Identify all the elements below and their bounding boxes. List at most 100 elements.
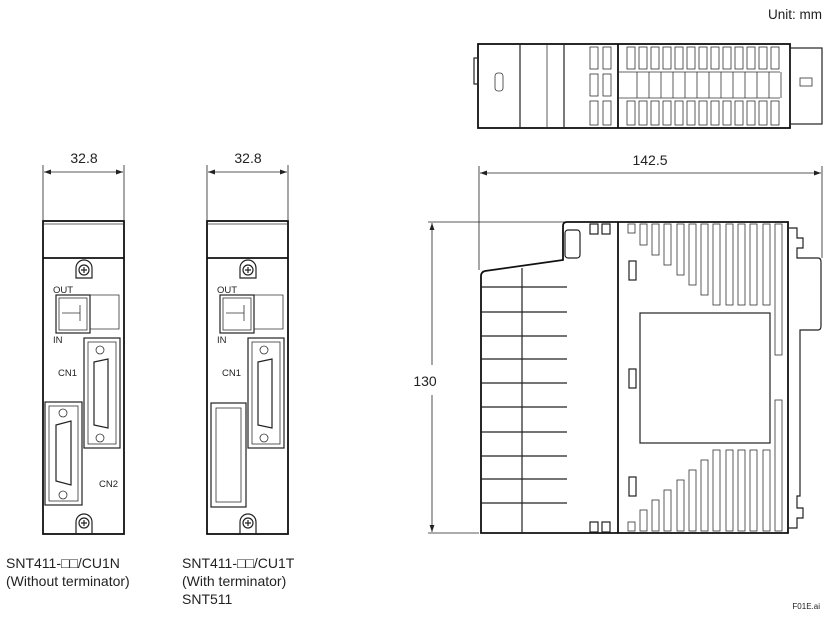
- vent-slot: [650, 100, 660, 126]
- vent-slot: [663, 489, 672, 532]
- vent-slot: [662, 46, 672, 70]
- vent-slot: [627, 223, 636, 234]
- vent-slot: [602, 73, 612, 97]
- vent-slot: [734, 46, 744, 70]
- vent-slot: [651, 499, 660, 532]
- vent-slot: [626, 46, 636, 70]
- top-view-end-cap: [789, 47, 823, 125]
- side-body-outline: [480, 221, 789, 534]
- vent-slot: [627, 521, 636, 532]
- vent-slot: [712, 223, 721, 306]
- vent-slot: [676, 223, 685, 276]
- unit-label: Unit: mm: [768, 7, 822, 22]
- terminator-cover: [210, 402, 247, 508]
- port-out-label: OUT: [53, 285, 73, 296]
- cn2-connector: [44, 401, 83, 506]
- cn1-label: CN1: [58, 368, 77, 379]
- screw-icon: [239, 259, 257, 279]
- width-dimension-b: 32.8: [234, 150, 261, 166]
- vent-slot: [774, 399, 783, 532]
- vent-slot: [770, 46, 780, 70]
- side-vent-slots: [627, 223, 783, 532]
- front-view-with-terminator: 32.8 OUT IN CN1: [182, 150, 295, 607]
- rj45-port: [55, 294, 91, 334]
- vent-slot: [674, 46, 684, 70]
- vent-slot: [638, 46, 648, 70]
- vent-slot: [700, 223, 709, 296]
- vent-slot: [688, 223, 697, 286]
- model-label-a: SNT411-□□/CU1N: [6, 555, 120, 571]
- port-in-label: IN: [217, 335, 227, 346]
- top-view: [473, 43, 823, 129]
- side-label-area: [639, 312, 771, 444]
- vent-slot: [774, 223, 783, 356]
- din-rail-clip: [788, 227, 822, 529]
- vent-slot: [758, 100, 768, 126]
- vent-slot: [676, 479, 685, 532]
- depth-dimension: 142.5: [632, 152, 667, 168]
- vent-slot: [710, 100, 720, 126]
- vent-slot: [710, 46, 720, 70]
- vent-slot: [638, 100, 648, 126]
- front-view-without-terminator: 32.8 OUT IN CN1 CN2: [6, 150, 130, 589]
- vent-slot: [674, 100, 684, 126]
- vent-slot: [770, 100, 780, 126]
- rj45-port: [219, 294, 255, 334]
- cn1-connector: [83, 337, 121, 449]
- height-dimension: 130: [413, 373, 437, 389]
- vent-slot: [589, 100, 599, 126]
- vent-slot: [686, 46, 696, 70]
- vent-slot: [602, 100, 612, 126]
- vent-slot: [662, 100, 672, 126]
- side-cooling-fins: [481, 286, 567, 504]
- vent-slot: [737, 449, 746, 532]
- vent-slot: [722, 46, 732, 70]
- vent-slot: [725, 449, 734, 532]
- top-view-vents: [589, 46, 782, 126]
- vent-slot: [746, 100, 756, 126]
- top-view-pin: [799, 77, 813, 87]
- vent-slot: [651, 223, 660, 256]
- vent-slot: [663, 223, 672, 266]
- vent-slot: [749, 449, 758, 532]
- vent-slot: [589, 73, 599, 97]
- port-in-label: IN: [53, 335, 63, 346]
- vent-slot: [602, 46, 612, 70]
- vent-slot: [700, 459, 709, 532]
- vent-slot: [762, 449, 771, 532]
- vent-slot: [639, 509, 648, 532]
- port-out-label: OUT: [217, 285, 237, 296]
- vent-slot: [722, 100, 732, 126]
- vent-slot: [712, 449, 721, 532]
- width-dimension-a: 32.8: [70, 150, 97, 166]
- vent-slot: [686, 100, 696, 126]
- vent-slot: [698, 100, 708, 126]
- model-label-b: SNT411-□□/CU1T: [182, 555, 295, 571]
- vent-slot: [698, 46, 708, 70]
- vent-slot: [688, 469, 697, 532]
- cn2-label: CN2: [99, 479, 118, 490]
- vent-slot: [639, 223, 648, 246]
- vent-slot: [589, 46, 599, 70]
- vent-slot: [762, 223, 771, 306]
- vent-slot: [737, 223, 746, 306]
- model-note-a: (Without terminator): [6, 573, 130, 589]
- vent-slot: [725, 223, 734, 306]
- vent-slot: [749, 223, 758, 306]
- module-front-a: [42, 220, 125, 535]
- cn1-connector: [247, 337, 285, 449]
- vent-slot: [746, 46, 756, 70]
- side-view: 142.5 130: [413, 152, 823, 534]
- screw-icon: [75, 513, 93, 534]
- vent-slot: [650, 46, 660, 70]
- vent-slot: [734, 100, 744, 126]
- top-view-latch: [473, 57, 479, 85]
- model-note-b: (With terminator): [182, 573, 286, 589]
- figure-id: F01E.ai: [792, 602, 820, 611]
- cn1-label: CN1: [222, 368, 241, 379]
- module-front-b: [206, 220, 289, 535]
- top-view-lever: [494, 72, 504, 92]
- vent-slot: [758, 46, 768, 70]
- screw-icon: [239, 513, 257, 534]
